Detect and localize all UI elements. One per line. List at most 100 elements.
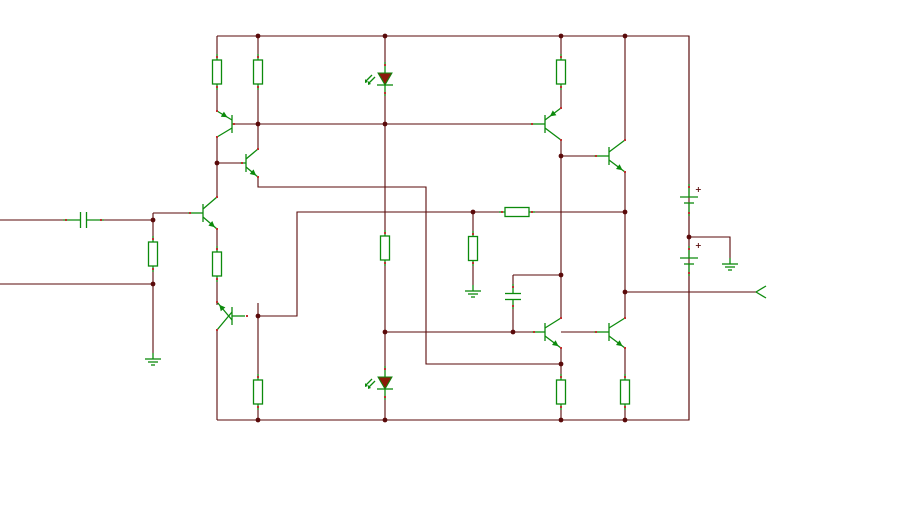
led-top xyxy=(365,62,393,96)
pin-marker xyxy=(595,331,597,333)
pin-marker xyxy=(531,123,533,125)
resistor-r9 xyxy=(555,374,567,410)
junction-dot xyxy=(150,281,156,287)
junction-dot xyxy=(558,33,564,39)
pin-marker xyxy=(688,248,690,250)
pin-marker xyxy=(384,262,386,264)
pin-marker xyxy=(100,219,102,221)
battery-bottom xyxy=(680,246,698,276)
transistor-q1 xyxy=(216,110,235,138)
junction-dot xyxy=(382,33,388,39)
input-bias-resistor xyxy=(147,236,159,272)
pin-marker xyxy=(560,107,562,109)
junction-dot xyxy=(622,209,628,215)
junction-dot xyxy=(382,417,388,423)
junctions xyxy=(150,33,692,423)
pin-marker xyxy=(257,86,259,88)
transistor-q3 xyxy=(188,196,218,230)
pin-marker xyxy=(624,376,626,378)
junction-dot xyxy=(622,289,628,295)
pin-marker xyxy=(560,56,562,58)
transistor-q4 xyxy=(216,301,248,331)
pin-marker xyxy=(257,148,259,150)
pin-marker xyxy=(595,155,597,157)
input-ground xyxy=(145,353,161,366)
output-terminal xyxy=(755,285,767,299)
pin-marker xyxy=(152,238,154,240)
junction-dot xyxy=(150,217,156,223)
pin-marker xyxy=(189,212,191,214)
transistor-q5 xyxy=(530,107,562,141)
resistor-r3 xyxy=(211,246,223,282)
pin-marker xyxy=(560,406,562,408)
junction-dot xyxy=(382,329,388,335)
feedback-ground xyxy=(465,285,481,298)
wire xyxy=(689,236,731,258)
pin-marker xyxy=(688,272,690,274)
junction-dot xyxy=(558,272,564,278)
supply-ground xyxy=(722,258,738,271)
transistor-q7 xyxy=(532,317,562,349)
pin-marker xyxy=(384,368,386,370)
pin-marker xyxy=(531,211,533,213)
junction-dot xyxy=(255,121,261,127)
pin-marker xyxy=(560,317,562,319)
pin-marker xyxy=(688,212,690,214)
pin-marker xyxy=(624,139,626,141)
battery-bottom-plus-label: + xyxy=(695,241,702,250)
pin-marker xyxy=(560,139,562,141)
resistor-r4 xyxy=(252,374,264,410)
pin-marker xyxy=(624,171,626,173)
pin-marker xyxy=(152,268,154,270)
wire xyxy=(217,35,690,421)
junction-dot xyxy=(470,209,476,215)
pin-marker xyxy=(384,232,386,234)
resistor-r7 xyxy=(499,206,535,218)
pin-marker xyxy=(257,376,259,378)
pin-marker xyxy=(216,86,218,88)
pin-marker xyxy=(216,228,218,230)
transistor-q8 xyxy=(594,317,626,349)
pin-marker xyxy=(65,219,67,221)
compensation-capacitor xyxy=(505,284,521,309)
battery-top xyxy=(680,184,698,216)
wire xyxy=(257,178,561,365)
pin-marker xyxy=(257,406,259,408)
pin-marker xyxy=(472,233,474,235)
junction-dot xyxy=(558,361,564,367)
pin-marker xyxy=(560,376,562,378)
pin-marker xyxy=(688,186,690,188)
pin-marker xyxy=(384,64,386,66)
pin-marker xyxy=(216,248,218,250)
pin-marker xyxy=(560,347,562,349)
pin-marker xyxy=(216,301,218,303)
pin-marker xyxy=(512,305,514,307)
components xyxy=(63,54,767,410)
junction-dot xyxy=(255,417,261,423)
pin-marker xyxy=(501,211,503,213)
pin-marker xyxy=(472,262,474,264)
junction-dot xyxy=(255,313,261,319)
pin-marker xyxy=(533,331,535,333)
junction-dot xyxy=(622,33,628,39)
pin-marker xyxy=(246,315,248,317)
pin-marker xyxy=(384,92,386,94)
pin-marker xyxy=(624,406,626,408)
pin-marker xyxy=(512,286,514,288)
pin-marker xyxy=(216,329,218,331)
pin-marker xyxy=(624,317,626,319)
junction-dot xyxy=(214,160,220,166)
pin-marker xyxy=(257,176,259,178)
pin-marker xyxy=(216,110,218,112)
battery-top-plus-label: + xyxy=(695,185,702,194)
input-capacitor xyxy=(63,212,104,228)
resistor-r1 xyxy=(211,54,223,90)
junction-dot xyxy=(686,234,692,240)
wires xyxy=(0,35,756,421)
pin-marker xyxy=(216,136,218,138)
resistor-r5 xyxy=(379,230,391,266)
junction-dot xyxy=(510,329,516,335)
pin-marker xyxy=(257,56,259,58)
pin-marker xyxy=(241,162,243,164)
